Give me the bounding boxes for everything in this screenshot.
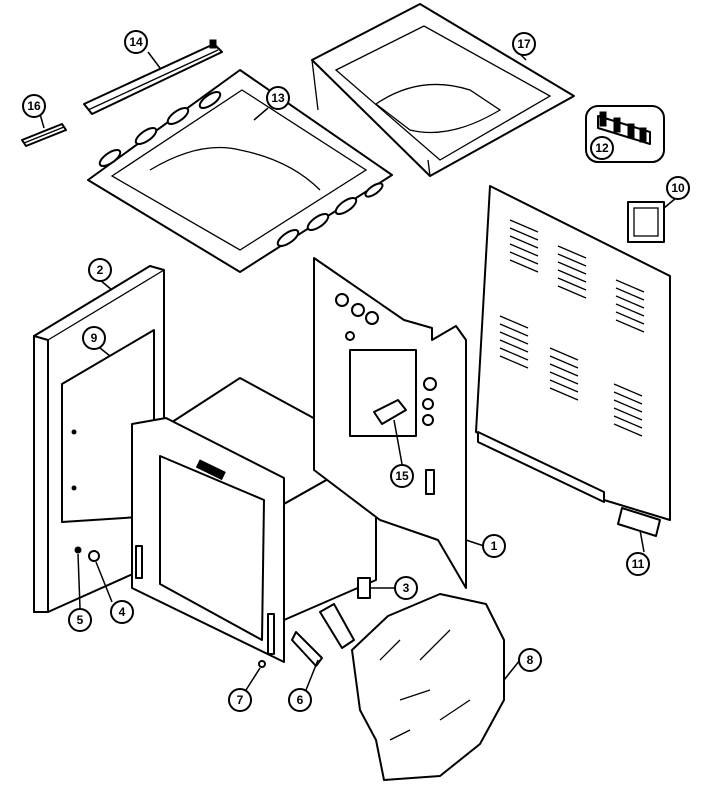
callout-16: 16 [22, 94, 46, 118]
svg-text:15: 15 [395, 469, 409, 483]
part-4-screw [88, 550, 100, 562]
part-11-bracket [617, 507, 661, 537]
callout-17: 17 [512, 32, 536, 56]
part-7-screw [258, 660, 266, 668]
part-15-bracket [373, 399, 407, 425]
svg-text:9: 9 [91, 331, 98, 345]
svg-text:14: 14 [129, 35, 143, 49]
callout-10: 10 [666, 176, 690, 200]
svg-text:10: 10 [671, 181, 685, 195]
svg-text:7: 7 [237, 693, 244, 707]
part-16-small-bracket [21, 123, 67, 147]
svg-text:6: 6 [297, 693, 304, 707]
svg-text:16: 16 [27, 99, 41, 113]
part-14-trim-strip [83, 39, 223, 115]
callout-8: 8 [518, 648, 542, 672]
svg-text:3: 3 [403, 581, 410, 595]
svg-text:1: 1 [491, 539, 498, 553]
callout-14: 14 [124, 30, 148, 54]
part-17-top-cover [311, 3, 575, 177]
callout-1: 1 [482, 534, 506, 558]
callout-4: 4 [110, 600, 134, 624]
callout-7: 7 [228, 688, 252, 712]
leader-lines [39, 51, 677, 691]
callout-13: 13 [266, 86, 290, 110]
svg-text:2: 2 [97, 263, 104, 277]
part-3-clip [357, 577, 371, 599]
callout-2: 2 [88, 258, 112, 282]
callout-11: 11 [626, 552, 650, 576]
callout-9: 9 [82, 326, 106, 350]
part-1-support-panel [313, 257, 467, 589]
part-13-cooktop-frame [87, 69, 393, 273]
part-10-square-gasket [627, 201, 665, 243]
callout-5: 5 [68, 608, 92, 632]
callout-6: 6 [288, 688, 312, 712]
svg-text:8: 8 [527, 653, 534, 667]
svg-text:4: 4 [119, 605, 126, 619]
svg-text:5: 5 [77, 613, 84, 627]
part-5-screw [74, 546, 82, 554]
part-8-insulation-blanket [351, 593, 505, 781]
part-12-clip-set [585, 105, 665, 163]
callout-15: 15 [390, 464, 414, 488]
svg-text:12: 12 [595, 141, 609, 155]
svg-text:13: 13 [271, 91, 285, 105]
svg-text:11: 11 [632, 557, 645, 571]
callout-12: 12 [590, 136, 614, 160]
svg-text:17: 17 [517, 37, 531, 51]
callout-3: 3 [394, 576, 418, 600]
rear-panel [475, 185, 671, 521]
